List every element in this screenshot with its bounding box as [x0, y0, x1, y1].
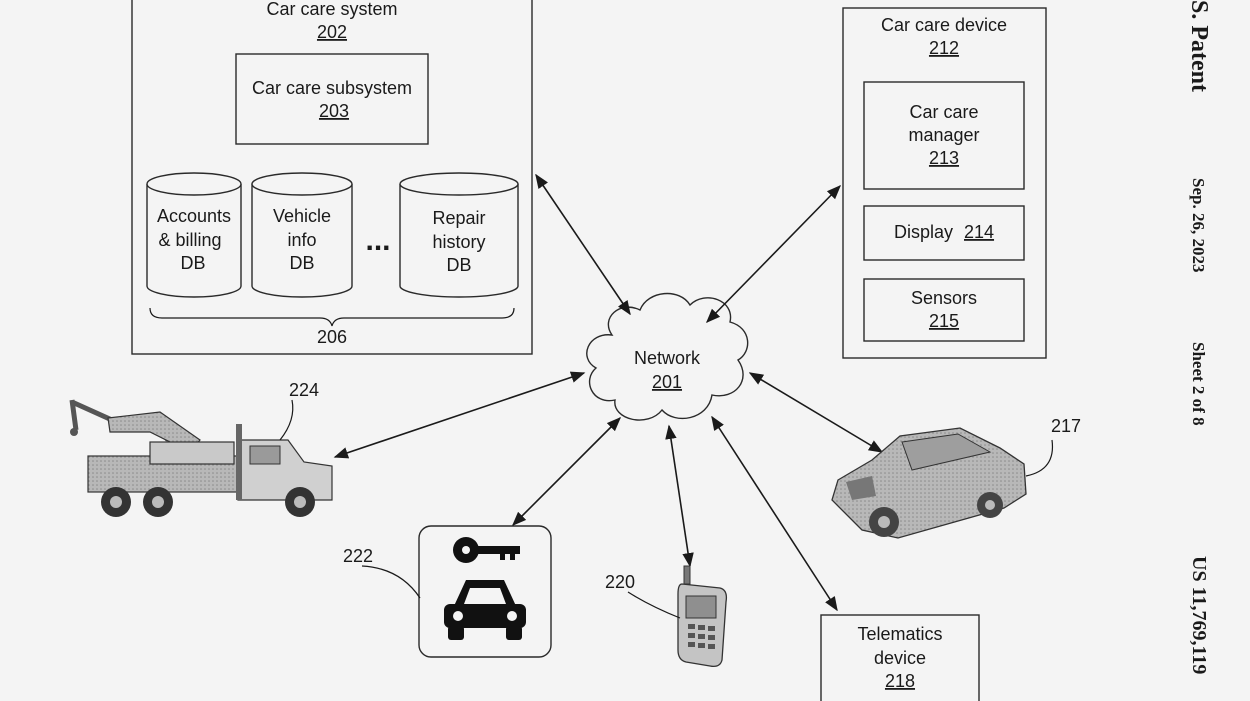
db2-line-3: DB [289, 253, 314, 273]
car-care-subsystem: Car care subsystem 203 [235, 53, 429, 145]
tow-truck-leader [279, 399, 294, 441]
car-icon [831, 427, 1027, 539]
patent-left-text: S. Patent [1186, 0, 1212, 92]
db2-line-2: info [287, 230, 316, 250]
car-leader [1025, 439, 1054, 477]
system-ref: 202 [317, 22, 347, 42]
telematics-ref: 218 [885, 671, 915, 691]
db-group-ref: 206 [317, 327, 347, 347]
db1-line-3: DB [180, 253, 205, 273]
app-ref: 222 [343, 546, 373, 566]
db-ellipsis: ... [365, 224, 390, 257]
subsystem-ref: 203 [319, 101, 349, 121]
arrow-network-system [535, 173, 631, 316]
sensors-box: Sensors 215 [863, 278, 1025, 342]
vehicle-info-db: Vehicle info DB [251, 172, 353, 298]
manager-line-2: manager [908, 125, 979, 145]
accounts-billing-db: Accounts & billing DB [146, 172, 242, 298]
subsystem-title: Car care subsystem [252, 78, 412, 98]
arrow-network-car [748, 372, 884, 453]
db1-line-1: Accounts [157, 206, 231, 226]
patent-date: Sep. 26, 2023 [1189, 178, 1208, 272]
sensors-label: Sensors [911, 288, 977, 308]
network-cloud: Network 201 [586, 292, 749, 421]
telematics-line-2: device [874, 648, 926, 668]
tow-truck-icon [69, 399, 333, 517]
arrow-network-telematics [711, 415, 838, 612]
display-ref: 214 [964, 222, 994, 242]
display-label: Display [894, 222, 953, 242]
system-title: Car care system [266, 0, 397, 19]
db-group-brace [149, 307, 515, 327]
telematics-device: Telematics device 218 [820, 614, 980, 701]
arrow-network-towtruck [333, 371, 586, 459]
arrow-network-device [705, 184, 842, 324]
tow-truck-ref: 224 [289, 380, 319, 400]
db3-line-2: history [432, 232, 485, 252]
patent-side-header: S. Patent Sep. 26, 2023 Sheet 2 of 8 US … [1186, 0, 1212, 674]
phone-leader [627, 591, 681, 619]
arrow-network-app [511, 416, 622, 527]
patent-sheet: Sheet 2 of 8 [1189, 342, 1208, 426]
car-care-manager: Car care manager 213 [863, 81, 1025, 190]
display-box: Display 214 [863, 205, 1025, 261]
manager-line-1: Car care [909, 102, 978, 122]
device-ref: 212 [929, 38, 959, 58]
db1-line-2: & billing [158, 230, 221, 250]
arrow-network-phone [665, 424, 694, 568]
device-title: Car care device [881, 15, 1007, 35]
db3-line-1: Repair [432, 208, 485, 228]
sensors-ref: 215 [929, 311, 959, 331]
db2-line-1: Vehicle [273, 206, 331, 226]
phone-ref: 220 [605, 572, 635, 592]
manager-ref: 213 [929, 148, 959, 168]
network-ref: 201 [652, 372, 682, 392]
car-care-device: Car care device 212 Car care manager 213… [842, 7, 1047, 359]
patent-number: US 11,769,119 [1188, 556, 1210, 674]
telematics-line-1: Telematics [857, 624, 942, 644]
connection-arrows [333, 173, 884, 612]
car-ref: 217 [1051, 416, 1081, 436]
car-care-system: Car care system 202 Car care subsystem 2… [131, 0, 533, 355]
app-leader [361, 565, 421, 599]
key-car-app-icon [418, 525, 552, 658]
svg-text:Display 214: Display 214 [894, 222, 994, 242]
db3-line-3: DB [446, 255, 471, 275]
network-label: Network [634, 348, 701, 368]
mobile-phone-icon [677, 565, 728, 668]
repair-history-db: Repair history DB [399, 172, 519, 298]
